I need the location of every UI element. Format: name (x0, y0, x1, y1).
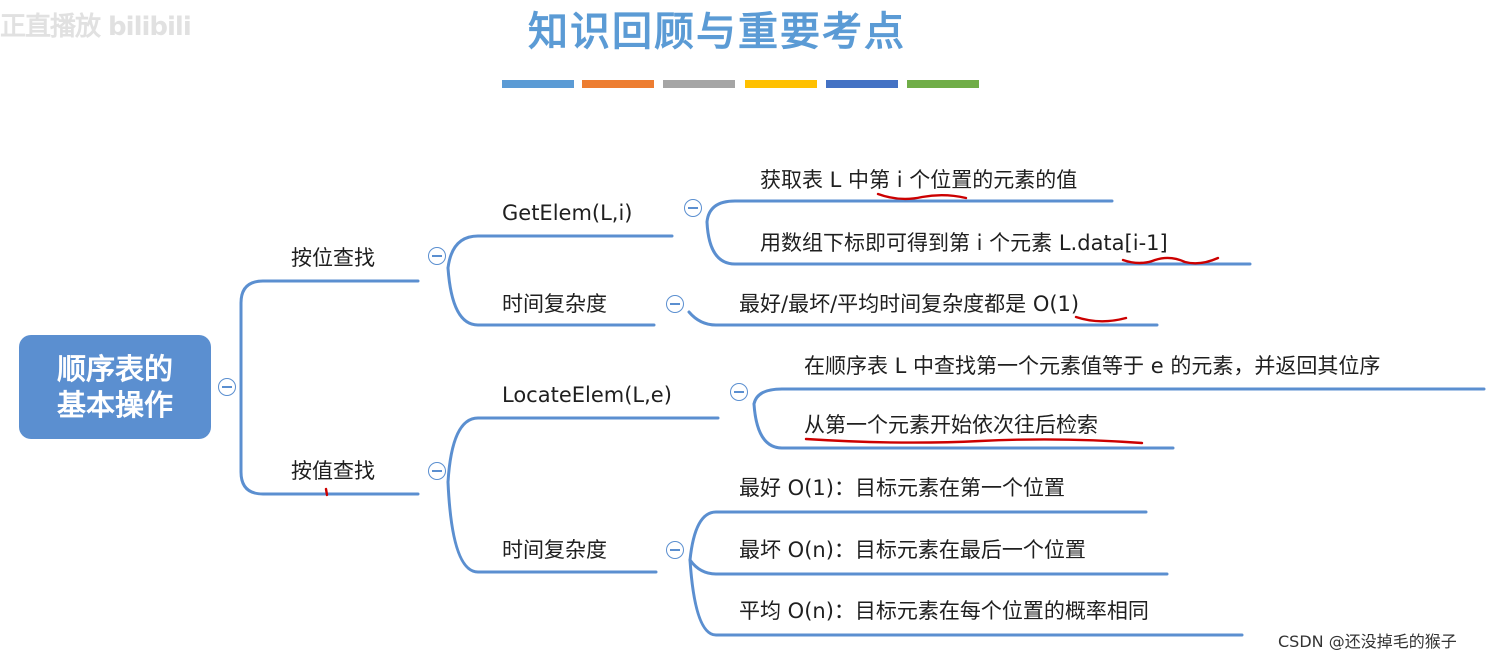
collapse-icon-root[interactable] (218, 378, 236, 396)
root-label-line-2: 基本操作 (56, 388, 173, 422)
handwritten-underline-3 (1074, 315, 1128, 323)
getelem-label: GetElem(L,i) (502, 201, 633, 225)
connector-b2-to-time2 (446, 480, 658, 574)
connector-getelem-leaf-2 (705, 220, 1252, 266)
locateelem-leaf-1: 在顺序表 L 中查找第一个元素值等于 e 的元素，并返回其位序 (804, 354, 1381, 378)
time2-label: 时间复杂度 (502, 538, 607, 562)
title-bar-segment-6 (907, 80, 979, 88)
csdn-watermark: CSDN @还没掉毛的猴子 (1278, 632, 1457, 651)
connector-getelem-leaf-1 (705, 199, 1114, 224)
root-node[interactable]: 顺序表的 基本操作 (19, 335, 211, 439)
collapse-icon-time1[interactable] (666, 295, 684, 313)
handwritten-mark (324, 487, 329, 497)
locateelem-label: LocateElem(L,e) (502, 383, 672, 407)
handwritten-underline-2 (1121, 256, 1220, 265)
connector-root-to-branch-2 (239, 385, 420, 496)
collapse-icon-branch-2[interactable] (428, 462, 446, 480)
getelem-leaf-2: 用数组下标即可得到第 i 个元素 L.data[i-1] (760, 231, 1168, 255)
collapse-icon-time2[interactable] (666, 541, 684, 559)
handwritten-underline-1 (876, 192, 968, 201)
time1-label: 时间复杂度 (502, 292, 607, 316)
connector-b2-to-locateelem (446, 416, 720, 484)
root-label-line-1: 顺序表的 (56, 352, 173, 386)
collapse-icon-getelem[interactable] (684, 199, 702, 217)
connector-time2-leaf-2 (688, 558, 1169, 576)
branch-2-label: 按值查找 (291, 459, 375, 483)
connector-locateelem-leaf-2 (752, 402, 1175, 450)
title-bar-segment-2 (582, 80, 654, 88)
page-title: 知识回顾与重要考点 (528, 9, 906, 55)
connector-b1-to-getelem (446, 234, 674, 270)
connector-time2-leaf-1 (688, 510, 1148, 562)
connector-locateelem-leaf-1 (752, 387, 1486, 406)
collapse-icon-locateelem[interactable] (730, 383, 748, 401)
title-bar-segment-4 (745, 80, 817, 88)
branch-1-label: 按位查找 (291, 246, 375, 270)
bilibili-watermark: 正直播放 bilibili (0, 12, 192, 42)
handwritten-underline-4 (804, 437, 1144, 445)
time2-leaf-1: 最好 O(1)：目标元素在第一个位置 (739, 476, 1065, 500)
connector-time2-leaf-3 (688, 558, 1244, 637)
time2-leaf-2: 最坏 O(n)：目标元素在最后一个位置 (739, 538, 1086, 562)
title-bar-segment-1 (502, 80, 574, 88)
connector-time1-leaf-1 (687, 310, 1159, 327)
title-bar-segment-5 (826, 80, 898, 88)
time2-leaf-3: 平均 O(n)：目标元素在每个位置的概率相同 (739, 599, 1149, 623)
locateelem-leaf-2: 从第一个元素开始依次往后检索 (804, 413, 1098, 437)
connector-root-to-branch-1 (239, 279, 420, 389)
title-bar-segment-3 (663, 80, 735, 88)
collapse-icon-branch-1[interactable] (428, 247, 446, 265)
connector-b1-to-time1 (446, 266, 656, 327)
time1-leaf-1: 最好/最坏/平均时间复杂度都是 O(1) (739, 292, 1080, 316)
getelem-leaf-1: 获取表 L 中第 i 个位置的元素的值 (760, 168, 1078, 192)
